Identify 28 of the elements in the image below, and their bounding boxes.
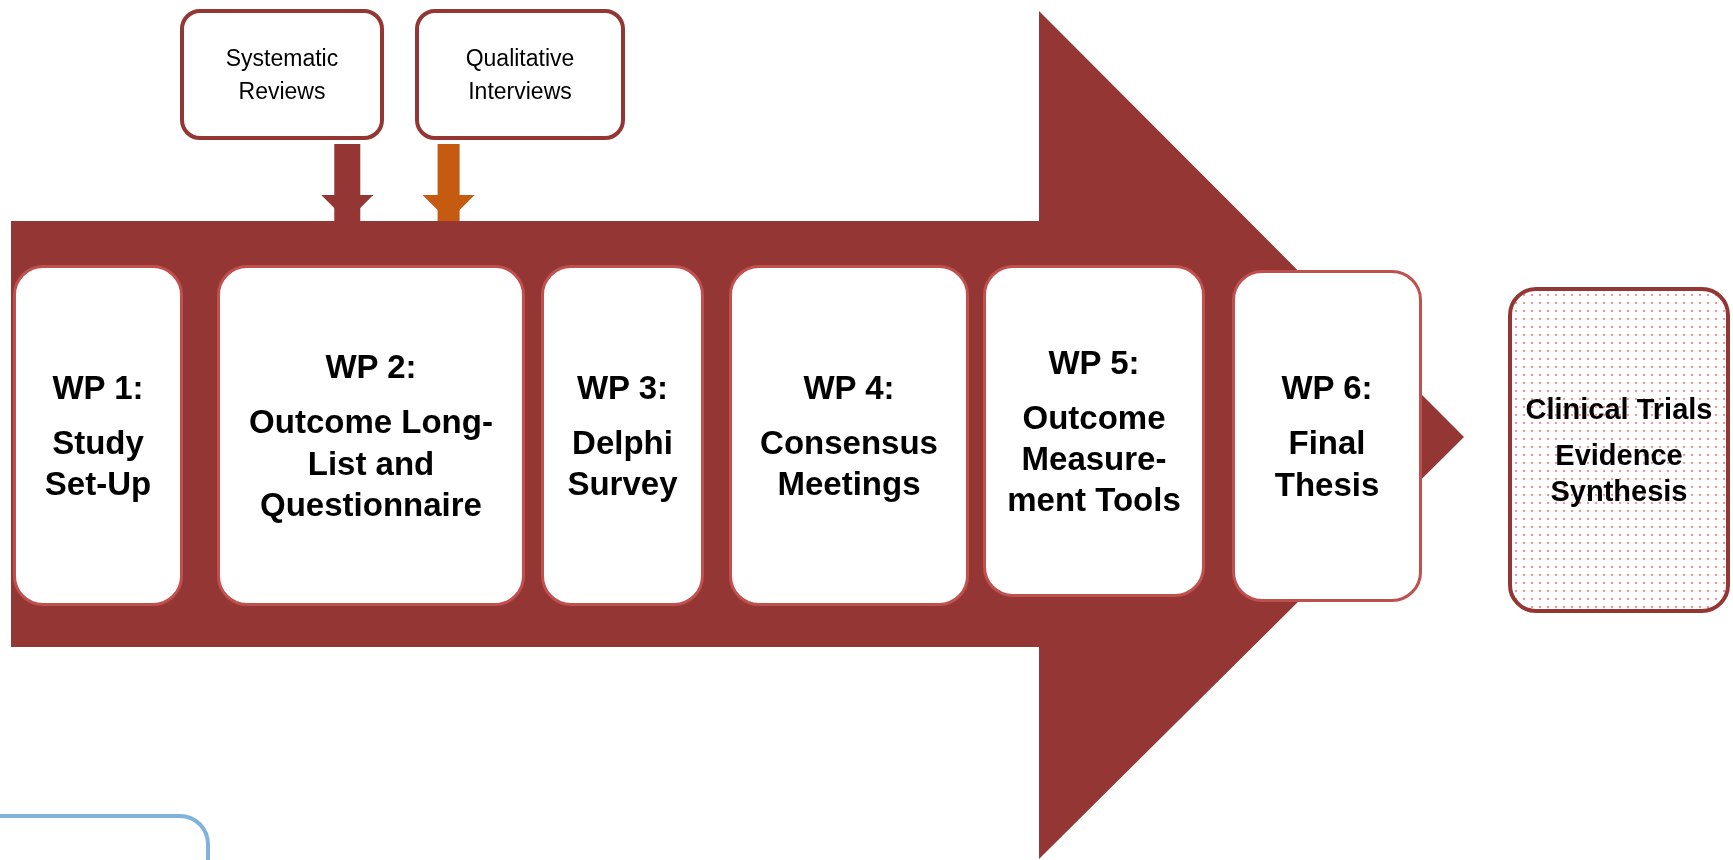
box-label: Consensus Meetings xyxy=(759,422,939,505)
box-label: Systematic Reviews xyxy=(224,44,340,106)
box-label: Final Thesis xyxy=(1273,423,1381,505)
outcome-box xyxy=(1508,287,1730,613)
box-label: Outcome Measure-ment Tools xyxy=(1006,397,1182,521)
arrow xyxy=(422,144,475,221)
work-package-box xyxy=(1232,270,1422,602)
box-heading: Clinical Trials xyxy=(1525,391,1713,427)
box-heading: WP 6: xyxy=(1281,368,1373,409)
work-package-box xyxy=(217,265,525,606)
box-heading: WP 2: xyxy=(325,347,417,387)
source-box xyxy=(180,9,384,140)
box-label: Qualitative Interviews xyxy=(464,44,576,106)
work-package-box xyxy=(729,265,969,606)
box-heading: WP 4: xyxy=(803,367,895,408)
box-label: Evidence Synthesis xyxy=(1549,437,1689,510)
work-package-box xyxy=(541,265,704,606)
box-heading: WP 1: xyxy=(52,367,144,408)
work-package-box xyxy=(983,265,1205,597)
arrow xyxy=(321,144,374,221)
box-label: Study Set-Up xyxy=(43,422,153,505)
box-heading: WP 5: xyxy=(1048,342,1140,383)
box-label: Delphi Survey xyxy=(566,422,679,505)
work-package-box xyxy=(13,265,183,606)
box-label: Outcome Long-List and Questionnaire xyxy=(248,402,494,525)
source-box xyxy=(415,9,625,140)
partial-box xyxy=(0,814,210,860)
box-heading: WP 3: xyxy=(576,367,669,408)
